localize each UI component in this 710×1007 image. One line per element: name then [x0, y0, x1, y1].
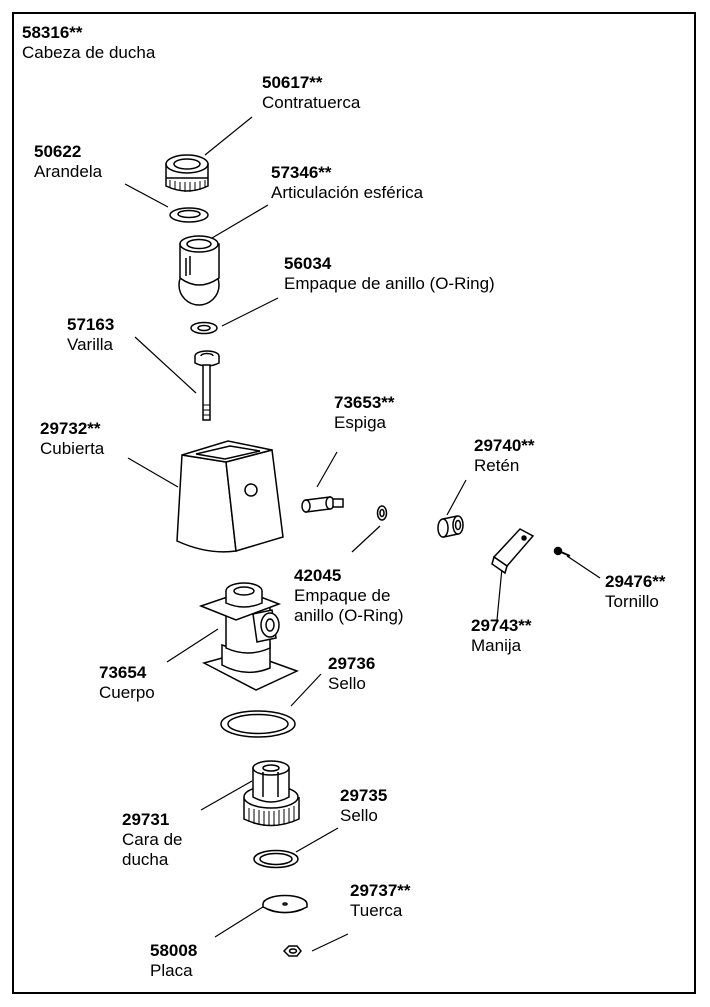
diagram-frame — [12, 12, 696, 994]
spline-part — [301, 496, 344, 513]
label-73653: 73653** Espiga — [334, 393, 395, 433]
body-part — [198, 582, 299, 691]
label-29743: 29743** Manija — [471, 616, 532, 656]
part-name: Retén — [474, 456, 520, 475]
handle-part — [491, 528, 535, 575]
small-o-ring-part — [376, 505, 388, 521]
label-29737: 29737** Tuerca — [350, 881, 411, 921]
part-number: 29476** — [605, 572, 666, 591]
part-number: 29736 — [328, 654, 376, 673]
part-number: 56034 — [284, 254, 332, 273]
label-29740: 29740** Retén — [474, 436, 535, 476]
part-name: Tuerca — [350, 901, 403, 920]
part-name: Cabeza de ducha — [22, 43, 156, 62]
part-name: Arandela — [34, 162, 103, 181]
part-name: Contratuerca — [262, 93, 361, 112]
small-seal-part — [253, 849, 299, 869]
washer-part — [169, 207, 209, 223]
part-name: Tornillo — [605, 592, 659, 611]
part-number: 50622 — [34, 142, 82, 161]
o-ring-part — [190, 321, 218, 335]
label-58008: 58008 Placa — [150, 941, 197, 981]
part-number: 73654 — [99, 663, 147, 682]
part-name: Empaque de anillo (O-Ring) — [284, 274, 495, 293]
cover-part — [176, 440, 284, 553]
label-73654: 73654 Cuerpo — [99, 663, 155, 703]
label-56034: 56034 Empaque de anillo (O-Ring) — [284, 254, 495, 294]
nut-part — [282, 945, 302, 957]
part-number: 29743** — [471, 616, 532, 635]
label-57346: 57346** Articulación esférica — [271, 163, 423, 203]
stem-part — [194, 350, 220, 421]
part-number: 29735 — [340, 786, 388, 805]
part-number: 29732** — [40, 419, 101, 438]
part-number: 42045 — [294, 566, 342, 585]
label-29735: 29735 Sello — [340, 786, 387, 826]
seal-ring-part — [220, 710, 296, 738]
label-58316: 58316** Cabeza de ducha — [22, 23, 155, 63]
label-42045: 42045 Empaque de anillo (O-Ring) — [294, 566, 404, 626]
part-name: Empaque de anillo (O-Ring) — [294, 586, 404, 625]
leader-lines — [124, 116, 601, 952]
part-number: 29740** — [474, 436, 535, 455]
label-57163: 57163 Varilla — [67, 315, 114, 355]
label-29476: 29476** Tornillo — [605, 572, 666, 612]
label-29731: 29731 Cara de ducha — [122, 810, 182, 870]
part-name: Varilla — [67, 335, 113, 354]
retainer-part — [437, 515, 464, 538]
part-number: 73653** — [334, 393, 395, 412]
label-50622: 50622 Arandela — [34, 142, 102, 182]
part-number: 50617** — [262, 73, 323, 92]
part-name: Placa — [150, 961, 193, 980]
part-number: 29737** — [350, 881, 411, 900]
screw-part — [553, 546, 571, 557]
part-name: Cara de ducha — [122, 830, 183, 869]
label-29732: 29732** Cubierta — [40, 419, 104, 459]
locknut-part — [165, 154, 209, 192]
part-name: Manija — [471, 636, 522, 655]
label-50617: 50617** Contratuerca — [262, 73, 360, 113]
part-name: Cubierta — [40, 439, 105, 458]
part-number: 58008 — [150, 941, 198, 960]
part-name: Articulación esférica — [271, 183, 424, 202]
part-number: 29731 — [122, 810, 170, 829]
plate-part — [262, 894, 308, 914]
label-29736: 29736 Sello — [328, 654, 375, 694]
part-name: Sello — [340, 806, 378, 825]
shower-face-part — [243, 760, 300, 827]
ball-joint-part — [178, 235, 220, 306]
part-name: Sello — [328, 674, 366, 693]
part-name: Cuerpo — [99, 683, 155, 702]
part-number: 57346** — [271, 163, 332, 182]
part-number: 58316** — [22, 23, 83, 42]
part-number: 57163 — [67, 315, 115, 334]
part-name: Espiga — [334, 413, 386, 432]
